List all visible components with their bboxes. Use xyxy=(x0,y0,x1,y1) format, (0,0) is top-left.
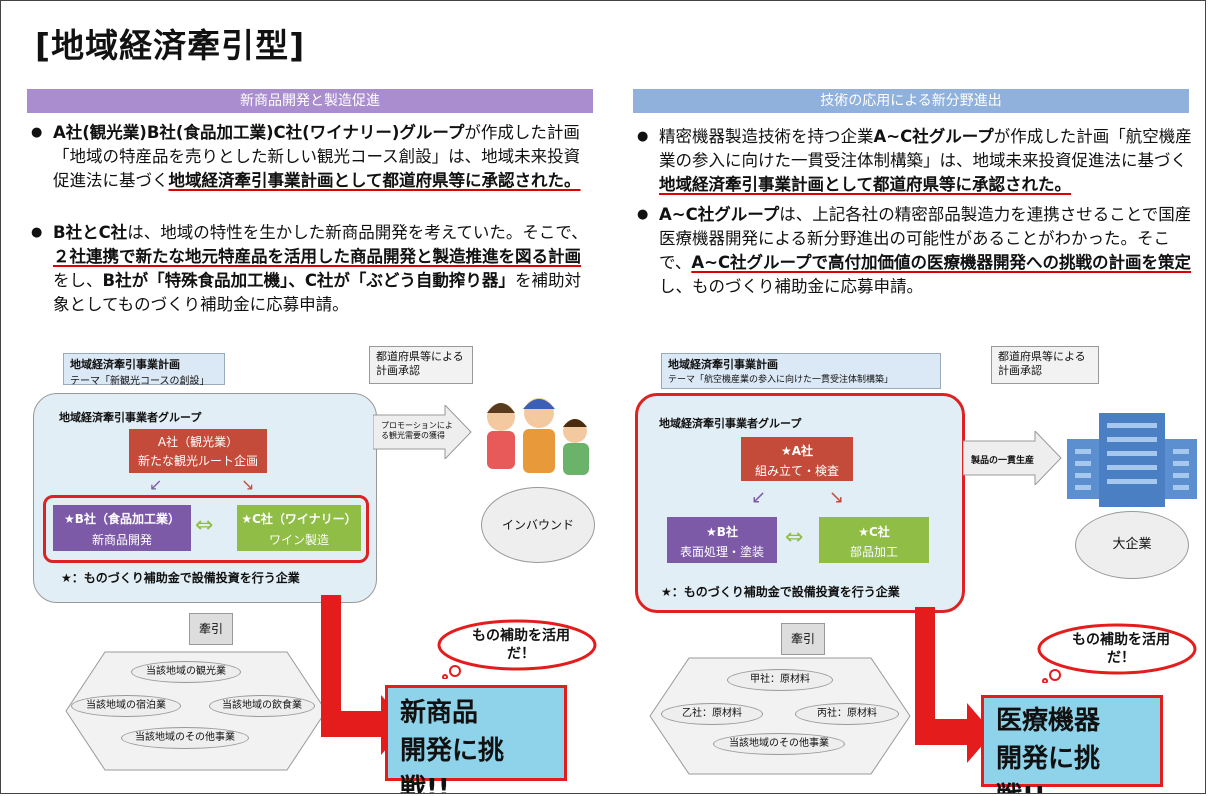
tourists-illustration-icon xyxy=(487,398,589,475)
left-group-panel xyxy=(33,393,377,603)
left-plan-box: 地域経済牽引事業計画 テーマ「新観光コースの創設」 xyxy=(63,353,225,387)
hex-item: 当該地域の宿泊業 xyxy=(71,695,181,717)
plan-theme: テーマ「航空機産業の参入に向けた一貫受注体制構築」 xyxy=(668,375,894,385)
right-bullet2-underline: A~C社グループで高付加価値の医療機器開発への挑戦の計画を策定 xyxy=(691,253,1192,272)
challenge-line-2: 開発に挑戦!! xyxy=(996,744,1101,793)
left-company-c: ★C社（ワイナリー） ワイン製造 xyxy=(237,505,361,551)
left-bullet2-text2: をし、 xyxy=(53,271,103,290)
left-challenge-box: 新商品 開発に挑戦!! xyxy=(385,685,567,793)
hex-item: 当該地域の観光業 xyxy=(131,661,241,683)
right-production-arrow-icon xyxy=(963,431,1062,485)
right-bullet1-text: が作成した計画「航空機産業の参入に向けた一貫受注体制構築」は、地域未来投資促進法… xyxy=(659,127,1192,170)
left-company-b: ★B社（食品加工業） 新商品開発 xyxy=(53,505,191,551)
left-speech-bubble xyxy=(437,619,597,679)
right-bullet-2: ● A~C社グループは、上記各社の精密部品製造力を連携させることで国産医療機器開… xyxy=(637,203,1197,299)
challenge-line-1: 新商品 xyxy=(400,698,479,728)
company-c-name: ★C社 xyxy=(858,525,890,539)
bullet-dot: ● xyxy=(637,207,649,222)
double-arrow-icon: ⇔ xyxy=(785,525,804,550)
left-bullet-2: ● B社とC社は、地域の特性を生かした新商品開発を考えていた。そこで、 ２社連携で… xyxy=(31,221,593,317)
hex-item: 乙社：原材料 xyxy=(661,703,763,725)
right-challenge-box: 医療機器 開発に挑戦!! xyxy=(981,695,1163,793)
company-b-desc: 表面処理・塗装 xyxy=(679,545,764,559)
left-bullet2-text: は、地域の特性を生かした新商品開発を考えていた。そこで、 xyxy=(127,223,588,242)
left-bullet2-bold: B社とC社 xyxy=(53,223,128,242)
right-group-panel xyxy=(635,393,965,613)
right-target-oval: 大企業 xyxy=(1075,511,1189,579)
left-bullet2-bold2: B社が「特殊食品加工機」、C社が「ぶどう自動搾り器」 xyxy=(102,271,515,290)
right-bubble-text: もの補助を活用だ！ xyxy=(1072,632,1170,666)
company-b-desc: 新商品開発 xyxy=(91,533,152,547)
left-bullet-1: ● A社(観光業)B社(食品加工業)C社(ワイナリー)グループが作成した計画「地… xyxy=(31,121,593,193)
left-promo-arrow-icon xyxy=(373,405,472,459)
right-bullet1-text0: 精密機器製造技術を持つ企業 xyxy=(659,127,874,146)
right-company-c: ★C社 部品加工 xyxy=(819,517,929,563)
hex-item: 丙社：原材料 xyxy=(795,703,899,725)
company-a-name: A社（観光業） xyxy=(157,435,239,449)
right-bullet2-text2: し、ものづくり補助金に応募申請。 xyxy=(659,277,923,296)
left-approval-callout: 都道府県等による計画承認 xyxy=(369,346,473,384)
right-bullet1-bold: A~C社グループ xyxy=(873,127,994,146)
company-c-desc: 部品加工 xyxy=(849,545,898,559)
page-title: [地域経済牽引型] xyxy=(35,26,306,65)
arrow-down-left-icon: ↙ xyxy=(751,487,767,508)
plan-title: 地域経済牽引事業計画 xyxy=(668,358,778,371)
company-a-name: ★A社 xyxy=(780,444,814,458)
hex-item: 甲社：原材料 xyxy=(727,669,833,691)
company-a-desc: 組み立て・検査 xyxy=(754,464,839,478)
arrow-down-right-icon: ↘ xyxy=(829,487,845,508)
left-bubble-text: もの補助を活用だ！ xyxy=(472,628,570,662)
right-group-label: 地域経済牽引事業者グループ xyxy=(659,417,802,430)
company-c-name: ★C社（ワイナリー） xyxy=(241,512,357,526)
double-arrow-icon: ⇔ xyxy=(195,513,214,538)
right-bullet1-underline: 地域経済牽引事業計画として都道府県等に承認された。 xyxy=(659,175,1072,194)
left-subsidy-frame xyxy=(43,495,369,563)
left-pull-arrow: 牽引 xyxy=(189,613,233,645)
company-c-desc: ワイン製造 xyxy=(268,533,329,547)
right-note: ★：ものづくり補助金で設備投資を行う企業 xyxy=(661,585,900,599)
left-bullet1-text: が作成した計画「地域の特産品を売りとした新しい観光コース創設」は、地域未来投資促… xyxy=(53,123,581,190)
bullet-dot: ● xyxy=(31,225,43,240)
left-target-oval: インバウンド xyxy=(481,487,595,563)
right-red-arrow-icon xyxy=(915,607,993,763)
right-bullet2-text: は、上記各社の精密部品製造力を連携させることで国産医療機器開発による新分野進出の… xyxy=(659,205,1192,272)
left-group-label: 地域経済牽引事業者グループ xyxy=(59,411,202,424)
right-company-b: ★B社 表面処理・塗装 xyxy=(667,517,777,563)
company-b-name: ★B社（食品加工業） xyxy=(64,512,180,526)
challenge-line-1: 医療機器 xyxy=(996,706,1101,736)
building-icon xyxy=(1067,413,1197,507)
left-bullet2-text3: を補助対象としてものづくり補助金に応募申請。 xyxy=(53,271,581,314)
hex-item: 当該地域のその他事業 xyxy=(121,727,249,749)
left-arrow-label: プロモーションによる観光需要の獲得 xyxy=(381,421,453,440)
left-note: ★：ものづくり補助金で設備投資を行う企業 xyxy=(61,571,300,585)
left-bullet1-underline: 地域経済牽引事業計画として都道府県等に承認された。 xyxy=(168,171,581,190)
left-bullet1-bold: A社(観光業)B社(食品加工業)C社(ワイナリー)グループ xyxy=(53,123,465,142)
arrow-down-right-icon: ↘ xyxy=(241,475,255,494)
arrow-down-left-icon: ↙ xyxy=(149,475,163,494)
hex-item: 当該地域のその他事業 xyxy=(713,733,845,755)
right-arrow-label: 製品の一貫生産 xyxy=(971,456,1035,466)
right-company-a: ★A社 組み立て・検査 xyxy=(741,437,853,481)
company-a-desc: 新たな観光ルート企画 xyxy=(137,454,258,468)
company-b-name: ★B社 xyxy=(706,525,738,539)
right-bullet-1: ● 精密機器製造技術を持つ企業A~C社グループが作成した計画「航空機産業の参入に… xyxy=(637,125,1197,197)
challenge-line-2: 開発に挑戦!! xyxy=(400,736,505,794)
right-plan-box: 地域経済牽引事業計画 テーマ「航空機産業の参入に向けた一貫受注体制構築」 xyxy=(661,353,941,389)
bullet-dot: ● xyxy=(637,129,649,144)
right-approval-callout: 都道府県等による計画承認 xyxy=(991,346,1099,384)
left-section-header: 新商品開発と製造促進 xyxy=(27,89,593,113)
plan-theme: テーマ「新観光コースの創設」 xyxy=(70,376,210,387)
right-pull-arrow: 牽引 xyxy=(781,623,825,655)
right-section-header: 技術の応用による新分野進出 xyxy=(633,89,1189,113)
bullet-dot: ● xyxy=(31,125,43,140)
plan-title: 地域経済牽引事業計画 xyxy=(70,358,180,371)
left-company-a: A社（観光業） 新たな観光ルート企画 xyxy=(129,429,267,473)
right-speech-bubble xyxy=(1037,623,1197,683)
left-bullet2-underline: ２社連携で新たな地元特産品を活用した商品開発と製造推進を図る計画 xyxy=(53,247,581,266)
right-bullet2-bold: A~C社グループ xyxy=(659,205,780,224)
hex-item: 当該地域の飲食業 xyxy=(209,695,315,717)
